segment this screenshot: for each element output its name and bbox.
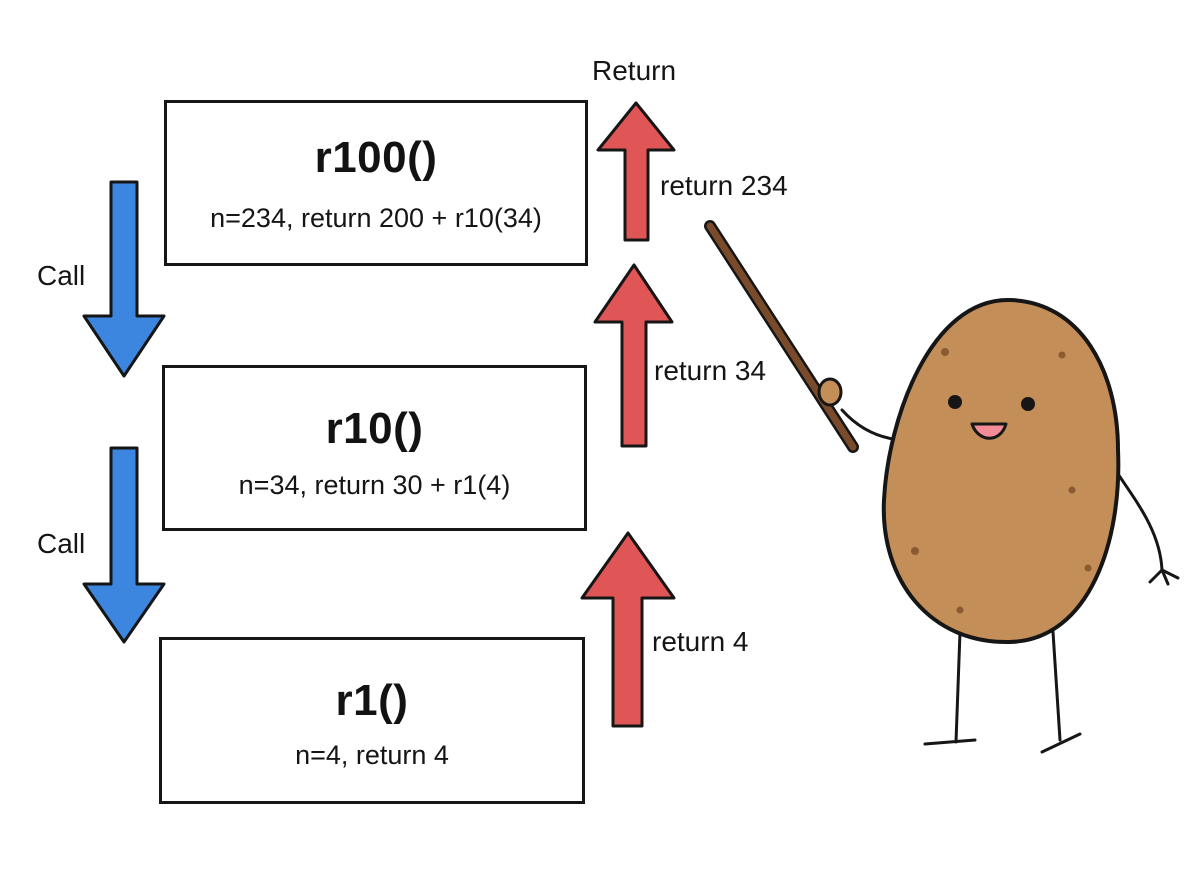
return-label-4: return 4 (652, 626, 749, 657)
call-label: Call (37, 528, 86, 559)
call-arrow-down-icon (82, 446, 166, 644)
pointer-stick-icon (704, 220, 859, 453)
return-arrow-up-icon (580, 531, 676, 728)
frame-description: n=4, return 4 (295, 740, 449, 770)
frame-title: r100() (314, 133, 438, 182)
return-label-34: return 34 (654, 355, 767, 386)
stack-frame-r1: r1() n=4, return 4 (159, 637, 585, 804)
call-label: Call (37, 260, 86, 291)
return-arrow-up-icon (593, 263, 674, 448)
return-header: Return (592, 55, 677, 86)
frame-title: r10() (325, 404, 424, 453)
frame-title: r1() (335, 676, 409, 725)
frame-description: n=34, return 30 + r1(4) (238, 470, 511, 500)
return-arrow-up-icon (596, 101, 676, 242)
stack-frame-r100: r100() n=234, return 200 + r10(34) (164, 100, 588, 266)
return-label-234: return 234 (660, 170, 788, 201)
stack-frame-r10: r10() n=34, return 30 + r1(4) (162, 365, 587, 531)
call-arrow-down-icon (82, 180, 166, 378)
potato-mascot-icon (817, 297, 1180, 754)
frame-description: n=234, return 200 + r10(34) (210, 203, 542, 233)
